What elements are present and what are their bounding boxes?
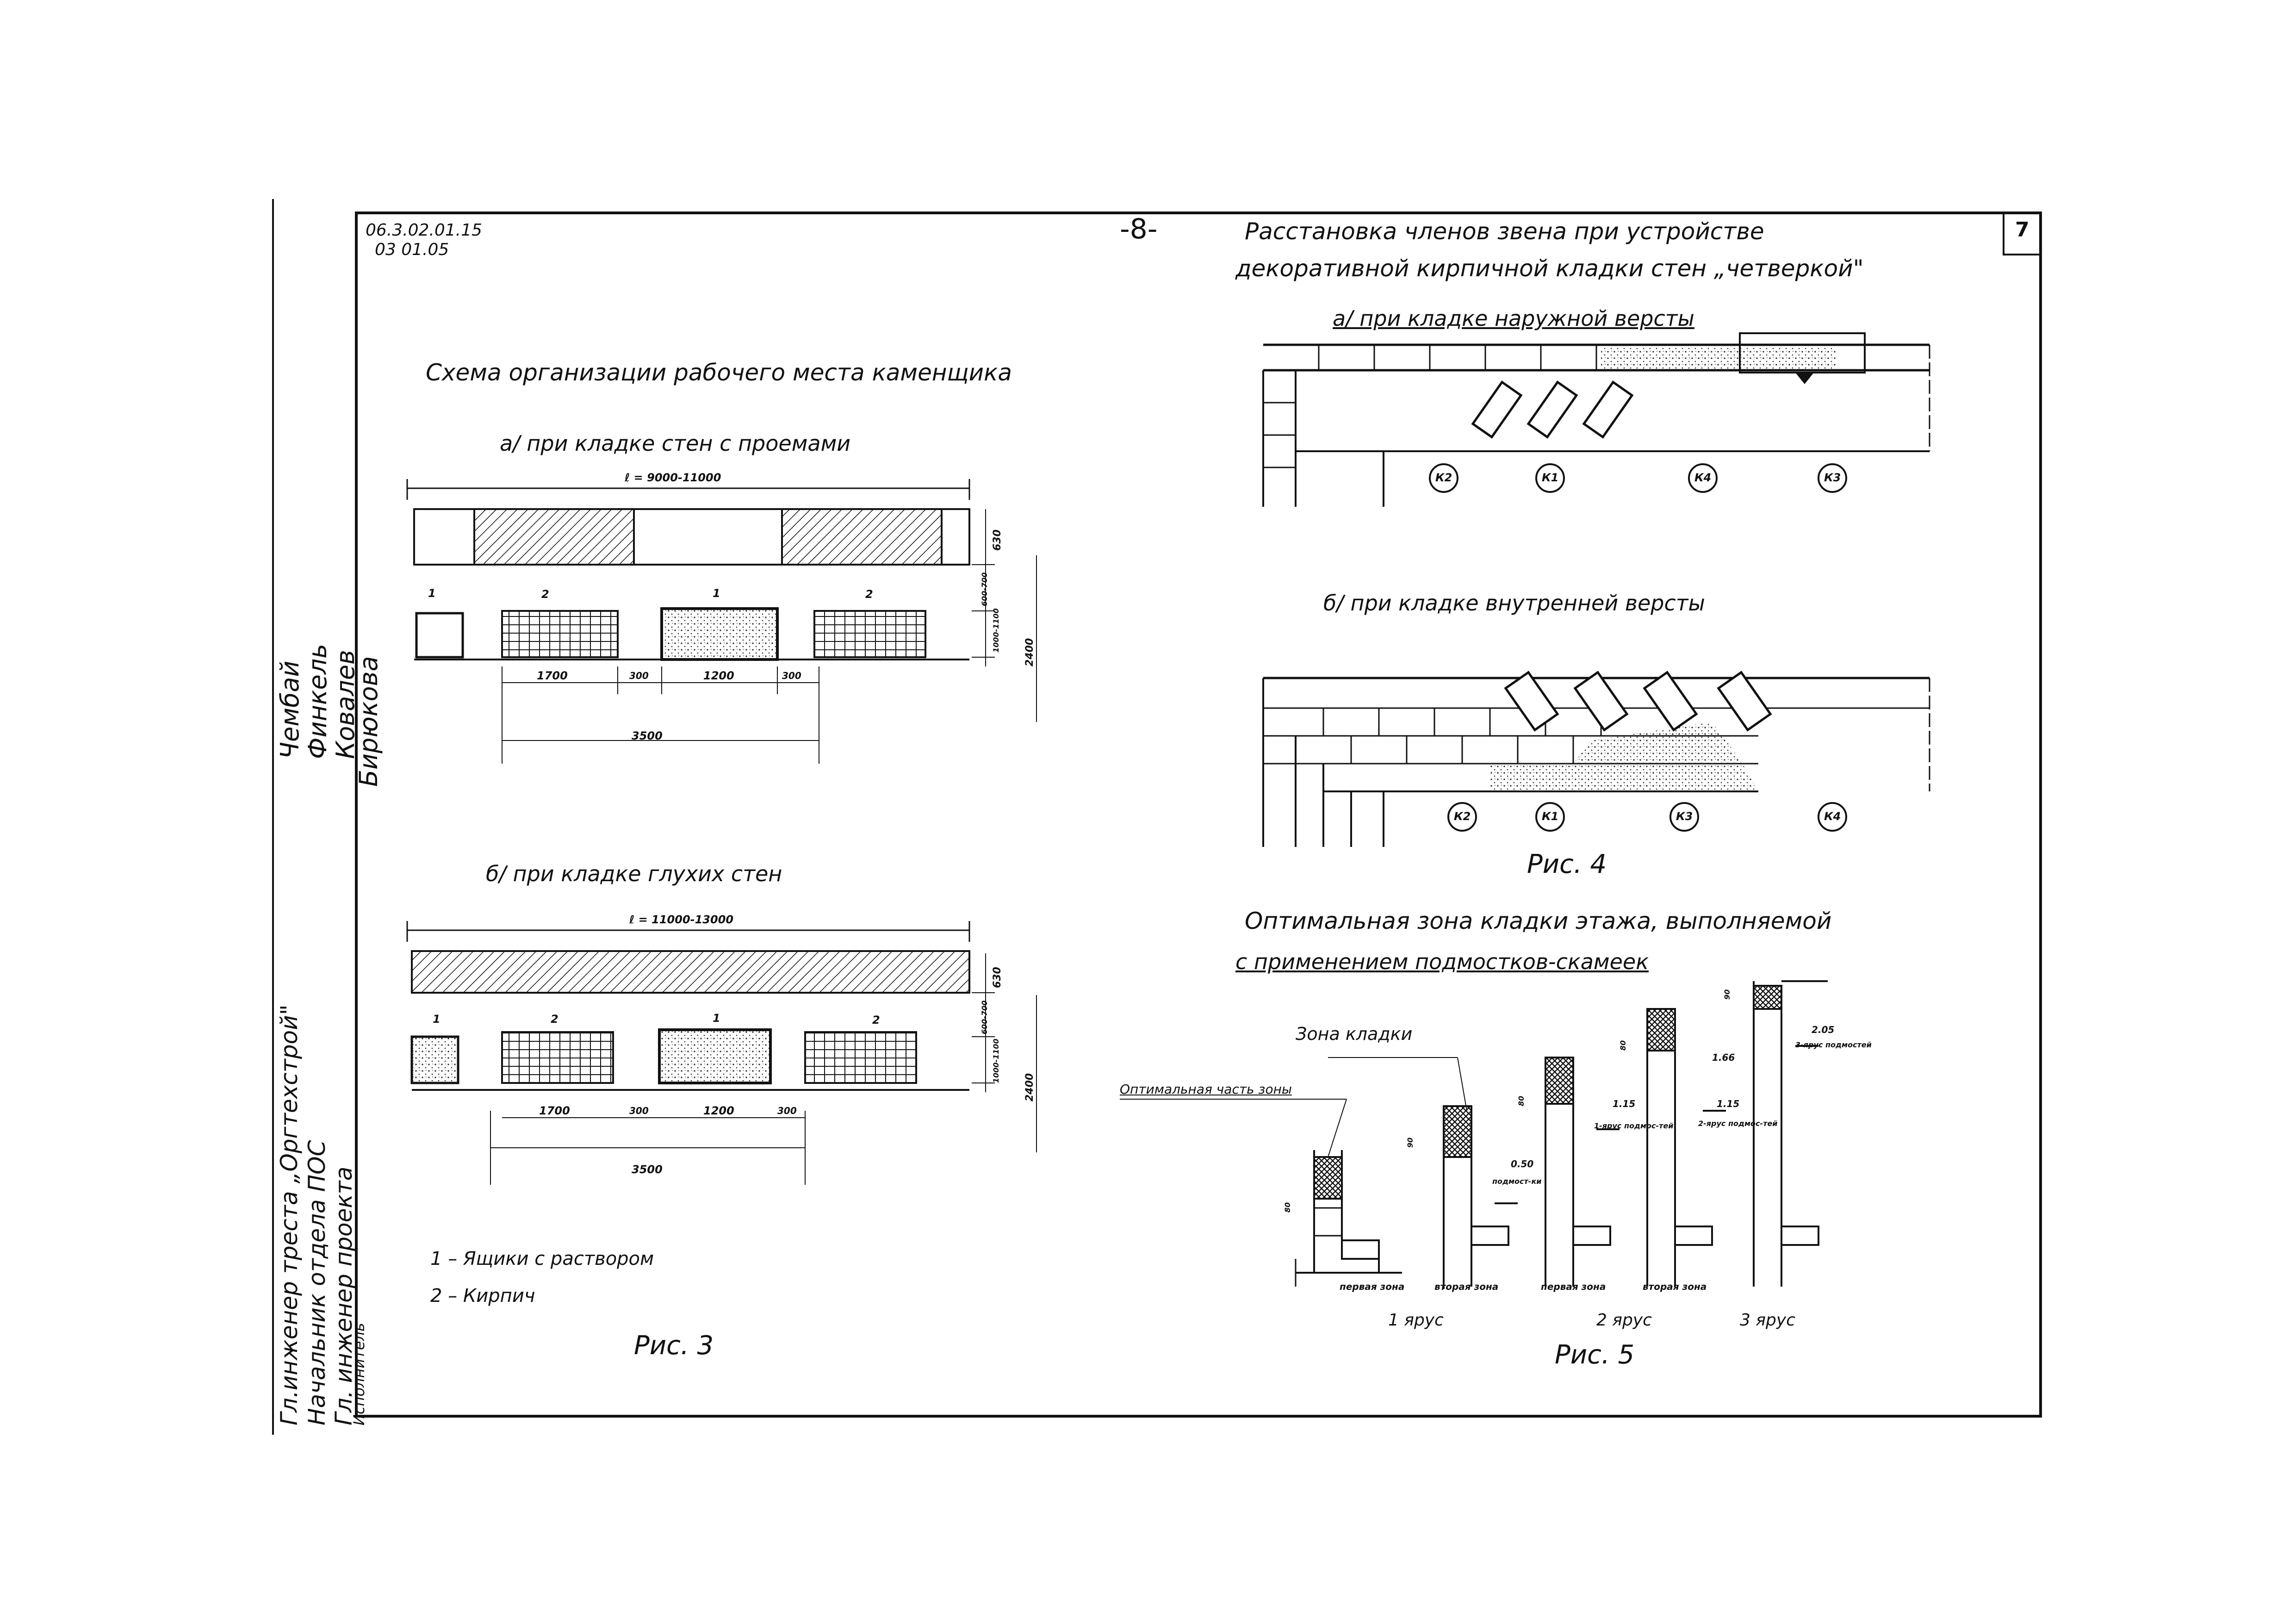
fig3a-dim-630: 630 [992,529,1003,551]
fig3a-span: ℓ = 9000-11000 [625,471,721,484]
fig3a-dim-1200: 1200 [703,669,734,682]
fig5-tier-2: 2 ярус [1596,1311,1652,1330]
fig3b-dim-1200: 1200 [703,1104,734,1117]
fig5-tier-3: 3 ярус [1740,1311,1795,1330]
fig3-legend-1: 1 – Ящики с раствором [430,1248,654,1269]
fig5-dim-90: 90 [1406,1137,1415,1148]
fig5-zone-first-1: первая зона [1340,1281,1405,1292]
fig4a-worker-3: К4 [1694,471,1712,484]
fig3a-marker-1: 1 [428,587,436,600]
fig4-caption: Рис. 4 [1527,849,1607,879]
fig4-subtitle-a: а/ при кладке наружной версты [1333,306,1694,331]
fig3a-dim-300b: 300 [782,670,801,681]
fig3a-dim-640: 600-700 [980,572,989,606]
fig3b-dim-300a: 300 [629,1105,649,1116]
fig3a-dim-1000: 1000-1100 [992,608,1000,653]
fig3a-dim-2400: 2400 [1024,638,1036,666]
fig5-zone-first-2: первая зона [1541,1281,1606,1292]
fig4a-worker-2: К1 [1542,471,1559,484]
fig4a-plan [1262,332,1930,507]
fig3b-span: ℓ = 11000-13000 [629,913,734,926]
fig4-subtitle-b: б/ при кладке внутренней версты [1323,591,1705,616]
fig5-dim-80c: 80 [1619,1040,1627,1051]
fig3b-plan [406,921,1037,1185]
fig3a-marker-2b: 2 [865,588,873,601]
fig4-title-line2: декоративной кирпичной кладки стен „четв… [1235,255,1864,282]
doc-code-line1: 06.3.02.01.15 [366,221,482,240]
fig5-zone-second-1: вторая зона [1434,1281,1499,1292]
fig5-label-optimal: Оптимальная часть зоны [1120,1082,1292,1097]
sheet-frame [272,199,2042,1435]
fig3a-dim-3500: 3500 [632,729,663,742]
fig3b-dim-2400: 2400 [1024,1073,1036,1101]
fig4b-plan [1262,671,1930,847]
sheet-number: 7 [2015,218,2029,242]
stamp-role-2: Начальник отдела ПОС [304,1140,330,1425]
fig3-subtitle-a: а/ при кладке стен с проемами [500,431,851,456]
fig4a-worker-1: К2 [1435,471,1452,484]
fig5-dim-80: 80 [1283,1202,1292,1213]
fig3b-dim-3500: 3500 [632,1163,663,1176]
fig5-tier-1: 1 ярус [1388,1311,1444,1330]
fig5-label-zone: Зона кладки [1296,1024,1413,1044]
fig3b-dim-600: 600-700 [980,1000,989,1034]
fig3b-marker-1: 1 [433,1013,441,1026]
stamp-role-4: Исполнитель [350,1323,368,1425]
fig4b-worker-1: К2 [1454,810,1471,823]
fig3b-marker-2: 2 [551,1013,558,1026]
fig4b-worker-2: К1 [1542,810,1559,823]
fig3a-dim-300a: 300 [629,670,649,681]
fig3-legend-2: 2 – Кирпич [430,1285,535,1307]
fig4-title-line1: Расстановка членов звена при устройстве [1245,218,1764,245]
stamp-name-4: Бирюкова [354,656,383,787]
fig3-subtitle-b: б/ при кладке глухих стен [486,861,782,886]
fig3b-marker-1b: 1 [713,1012,720,1025]
fig5-title-line1: Оптимальная зона кладки этажа, выполняем… [1245,908,1832,934]
fig3b-marker-2b: 2 [872,1014,880,1027]
fig4a-worker-4: К3 [1824,471,1841,484]
stamp-name-2: Финкель [303,643,332,759]
fig3a-dim-1700: 1700 [537,669,568,682]
fig3a-marker-2: 2 [541,588,549,601]
stamp-name-1: Чембай [275,660,304,759]
fig5-note-tier1: 1-ярус подмос-тей [1594,1121,1674,1130]
page-marker: -8- [1120,213,1158,245]
fig5-level-166: 1.66 [1712,1052,1735,1063]
doc-code-line2: 03 01.05 [375,240,449,259]
fig4b-worker-3: К3 [1676,810,1693,823]
stamp-role-1: Гл.инженер треста „Оргтехстрой" [276,1004,303,1425]
fig3b-dim-1700: 1700 [539,1104,570,1117]
fig5-section [1120,980,1828,1289]
fig3b-dim-630: 630 [992,967,1003,988]
fig3b-dim-300b: 300 [777,1105,797,1116]
fig3b-dim-1000: 1000-1100 [992,1039,1000,1083]
fig5-dim-80b: 80 [1517,1095,1526,1106]
fig3-title: Схема организации рабочего места каменщи… [426,359,1012,386]
fig5-dim-90b: 90 [1723,989,1731,1000]
fig4b-worker-4: К4 [1824,810,1841,823]
fig3a-marker-1b: 1 [713,587,720,600]
fig5-title-line2: с применением подмостков-скамеек [1235,949,1649,974]
fig5-caption: Рис. 5 [1555,1340,1635,1370]
fig5-level-205: 2.05 [1812,1024,1835,1035]
fig5-note-tier2: 2-ярус подмос-тей [1698,1119,1778,1128]
fig5-zone-second-2: вторая зона [1643,1281,1707,1292]
fig3-caption: Рис. 3 [634,1331,714,1361]
fig5-level-050: 0.50 [1511,1158,1534,1170]
fig5-note-podmostki: подмост-ки [1492,1177,1542,1186]
fig3a-plan [406,479,1037,764]
fig5-level-115b: 1.15 [1717,1098,1740,1109]
fig5-note-tier3: 3-ярус подмостей [1795,1040,1872,1049]
fig5-level-115: 1.15 [1613,1098,1636,1109]
